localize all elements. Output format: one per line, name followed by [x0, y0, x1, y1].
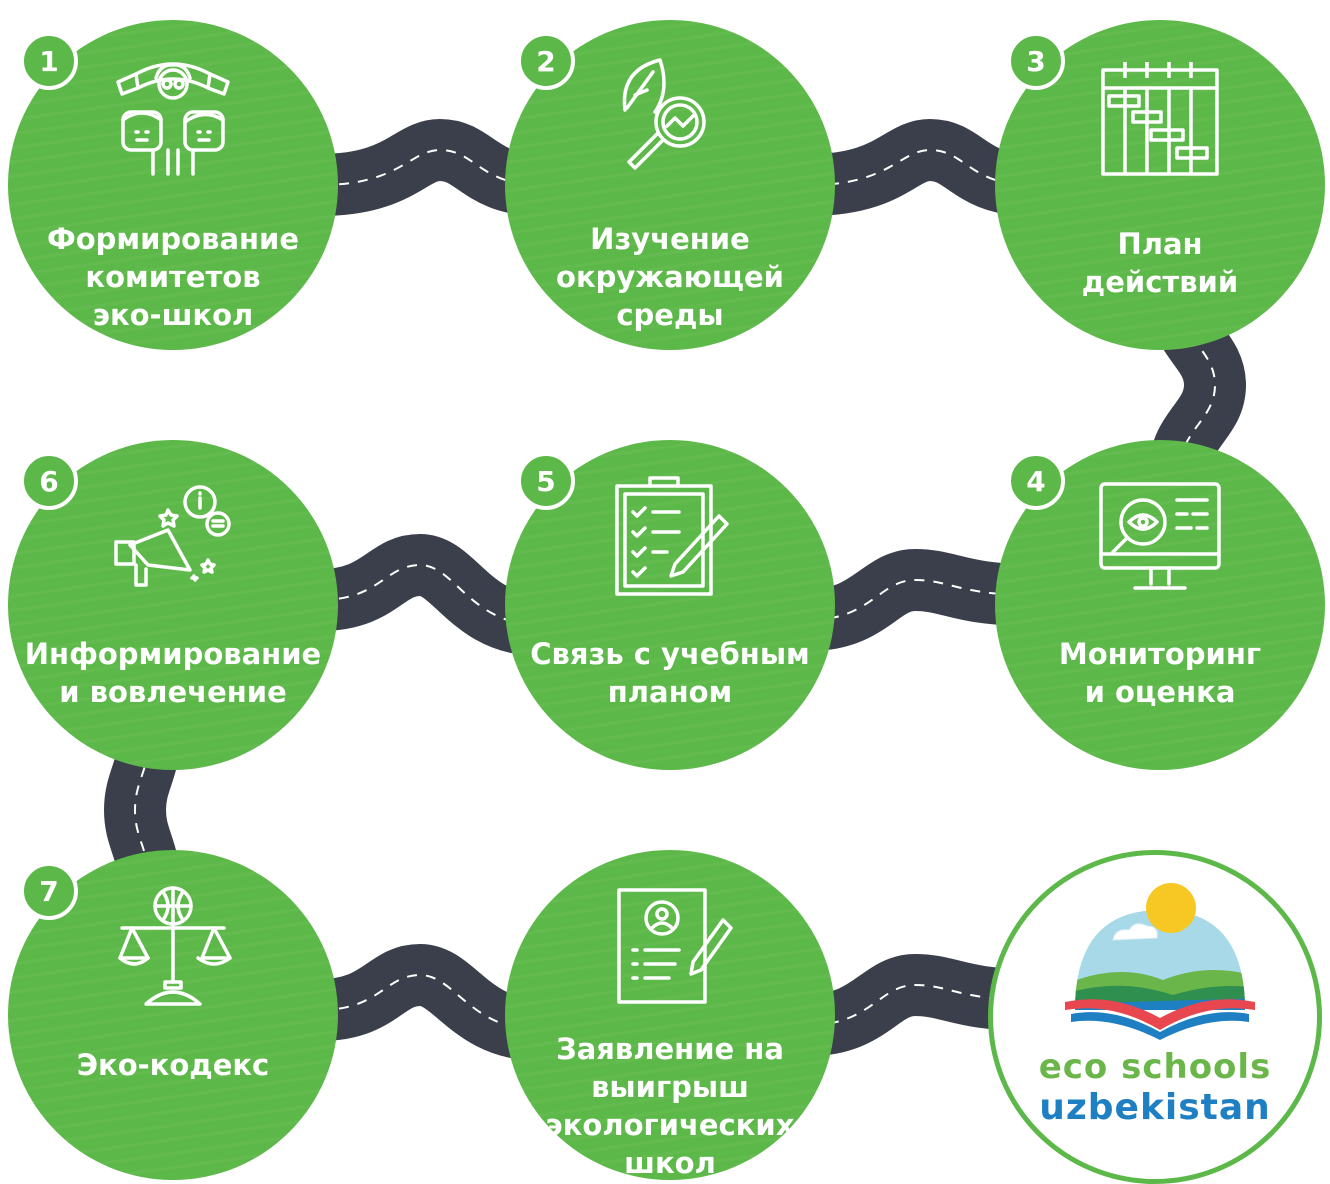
step-number-badge: 7 — [20, 862, 78, 920]
step-label: План действий — [1005, 225, 1315, 301]
step-label-line: планом — [607, 675, 733, 709]
step-label-line: Связь с учебным — [530, 637, 810, 671]
step-8-circle: Заявление на выигрыш экологических школ — [505, 850, 835, 1180]
step-label-line: экологических — [545, 1108, 795, 1142]
step-number-badge: 3 — [1007, 32, 1065, 90]
step-label-line: действий — [1081, 265, 1239, 299]
step-label: Изучение окружающей среды — [515, 220, 825, 334]
step-number-badge: 6 — [20, 452, 78, 510]
step-label: Информирование и вовлечение — [18, 635, 328, 711]
step-6-circle: 6 Информирование и вовлечение — [8, 440, 338, 770]
step-label-line: Информирование — [24, 637, 322, 671]
step-label-line: выигрыш — [591, 1070, 749, 1104]
step-label: Мониторинг и оценка — [1005, 635, 1315, 711]
step-label-line: Эко-кодекс — [76, 1048, 270, 1082]
step-label-line: Изучение — [590, 222, 750, 256]
step-7-circle: 7 Эко-кодекс — [8, 850, 338, 1180]
step-label-line: Мониторинг — [1058, 637, 1262, 671]
step-3-circle: 3 План действий — [995, 20, 1325, 350]
step-4-circle: 4 Мониторинг и оценка — [995, 440, 1325, 770]
gantt-calendar-icon — [1095, 50, 1225, 180]
step-label-line: эко-школ — [92, 298, 254, 332]
leaf-magnifier-icon — [605, 50, 735, 180]
step-label: Связь с учебным планом — [515, 635, 825, 711]
eco-schools-logo: eco schools uzbekistan — [988, 850, 1322, 1184]
step-label-line: и оценка — [1084, 675, 1236, 709]
step-5-circle: 5 Связь с учебным планом — [505, 440, 835, 770]
step-label-line: школ — [624, 1146, 716, 1180]
step-label-line: Заявление на — [556, 1032, 784, 1066]
step-1-circle: 1 Формирование комитетов эко-школ — [8, 20, 338, 350]
step-number-badge: 4 — [1007, 452, 1065, 510]
application-document-icon — [605, 880, 735, 1010]
clipboard-checklist-icon — [605, 470, 735, 600]
eco-schools-logo-icon — [1065, 883, 1255, 1040]
scales-globe-icon — [108, 880, 238, 1010]
step-label: Формирование комитетов эко-школ — [18, 220, 328, 334]
step-label-line: План — [1117, 227, 1203, 261]
logo-text-line-2: uzbekistan — [1039, 1087, 1271, 1128]
monitor-eye-icon — [1095, 470, 1225, 600]
step-label: Эко-кодекс — [18, 1046, 328, 1084]
committee-people-icon — [108, 50, 238, 180]
step-number-badge: 5 — [517, 452, 575, 510]
step-number-badge: 2 — [517, 32, 575, 90]
step-label-line: среды — [616, 298, 724, 332]
step-label-line: окружающей — [556, 260, 784, 294]
step-number-badge: 1 — [20, 32, 78, 90]
logo-text-line-1: eco schools — [1038, 1047, 1272, 1087]
step-label-line: Формирование — [46, 222, 300, 256]
step-2-circle: 2 Изучение окружающей среды — [505, 20, 835, 350]
step-label: Заявление на выигрыш экологических школ — [515, 1030, 825, 1182]
step-label-line: комитетов — [85, 260, 261, 294]
megaphone-info-icon — [108, 470, 238, 600]
step-label-line: и вовлечение — [59, 675, 287, 709]
